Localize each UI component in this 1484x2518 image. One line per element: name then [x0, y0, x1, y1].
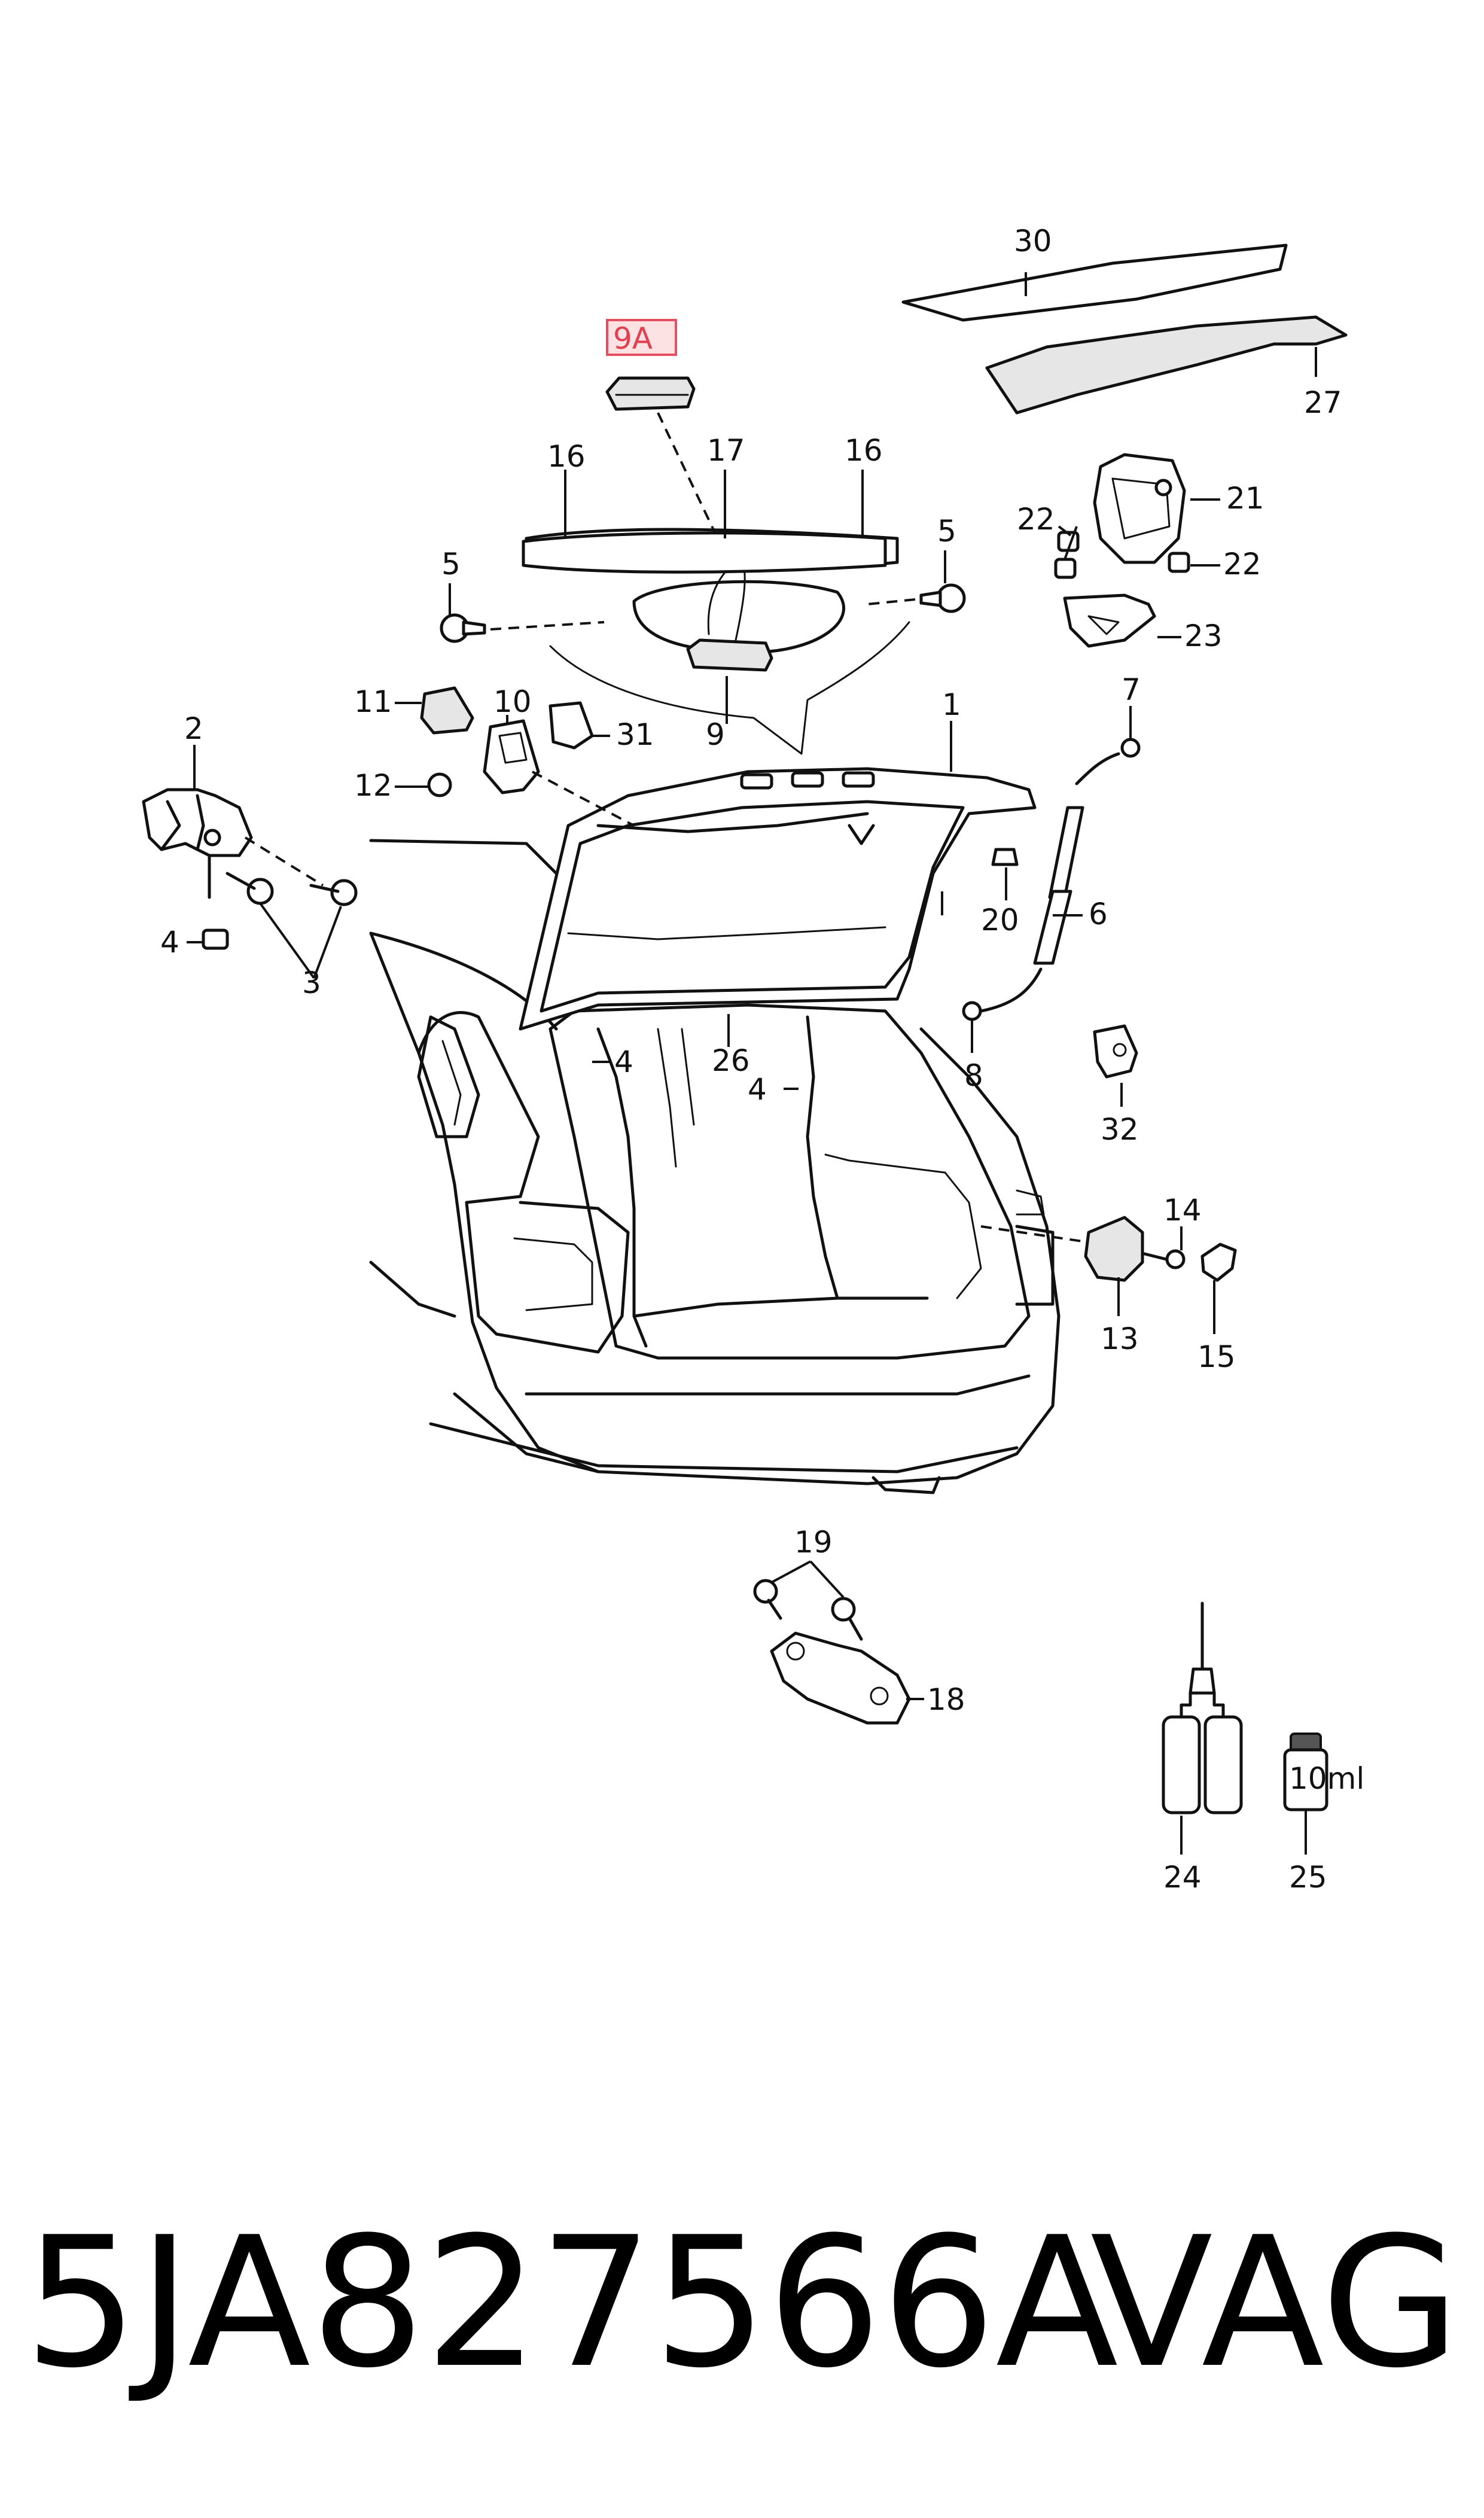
spoiler-parts	[901, 243, 1348, 415]
callout-16-right: 16	[845, 433, 883, 468]
callout-9: 9	[706, 717, 725, 752]
callout-2: 2	[184, 711, 203, 746]
part-31-bottle: 10ml	[1283, 1733, 1364, 1811]
callout-9A: 9A	[613, 321, 653, 356]
callout-labels: 30 27 9A 16 17 16 5 5 21 22 22 23 1 7 9 …	[160, 224, 1342, 1895]
callout-12: 12	[354, 768, 392, 803]
part-32-bracket	[1093, 1024, 1138, 1079]
lock-assembly	[1054, 453, 1190, 648]
trunk-opening	[548, 1003, 1031, 1360]
callout-15: 15	[1197, 1339, 1236, 1374]
callout-17: 17	[707, 433, 745, 468]
part-5-clips	[440, 583, 966, 643]
callout-16-left: 16	[547, 439, 586, 474]
part-16-17-strip	[522, 531, 887, 574]
callout-18: 18	[927, 1682, 965, 1717]
callout-19: 19	[794, 1525, 833, 1560]
callout-30: 24	[1163, 1860, 1202, 1895]
callout-4-right: 4	[748, 1072, 767, 1107]
callout-13: 13	[1101, 1322, 1139, 1356]
gas-strut-assembly	[962, 738, 1141, 1021]
callout-5-left: 5	[441, 547, 461, 581]
callout-26: 30	[1014, 224, 1052, 258]
callout-27: 31	[616, 717, 654, 752]
callout-14: 14	[1163, 1193, 1202, 1228]
callout-25: 27	[1304, 385, 1342, 420]
parts-13-14-15	[980, 1216, 1237, 1282]
parts-18-19	[753, 1579, 911, 1725]
callout-1: 1	[942, 687, 961, 722]
part-30-adhesive-cartridge	[1162, 1601, 1243, 1814]
brand-label: VAG	[1090, 2199, 1460, 2407]
callout-22-right: 22	[1223, 547, 1261, 581]
callout-31: 25	[1289, 1860, 1327, 1895]
callout-23: 23	[1184, 619, 1223, 653]
car-body	[369, 839, 1061, 1494]
callout-10: 10	[493, 684, 532, 719]
callout-20: 20	[981, 903, 1019, 937]
parts-10-11-12-27	[420, 686, 635, 827]
callout-3: 3	[302, 966, 321, 1000]
leader-lines	[187, 272, 1317, 1855]
callout-4-left: 4	[160, 925, 179, 960]
callout-7: 7	[1122, 672, 1141, 707]
callout-32: 32	[1101, 1112, 1139, 1147]
callout-11: 11	[354, 684, 392, 719]
tailgate	[519, 767, 1037, 1031]
callout-8: 8	[964, 1058, 983, 1093]
callout-6: 6	[1089, 897, 1108, 931]
callout-5-right: 5	[937, 514, 956, 549]
part-number-label: 5JA827566A	[24, 2199, 1119, 2407]
bottle-volume-label: 10ml	[1289, 1761, 1364, 1796]
callout-24: 26	[712, 1043, 750, 1078]
part-9a-handle	[605, 319, 716, 533]
callout-21: 21	[1226, 481, 1264, 516]
callout-4-middle: 4	[614, 1045, 633, 1079]
callout-22-left: 22	[1017, 502, 1055, 537]
